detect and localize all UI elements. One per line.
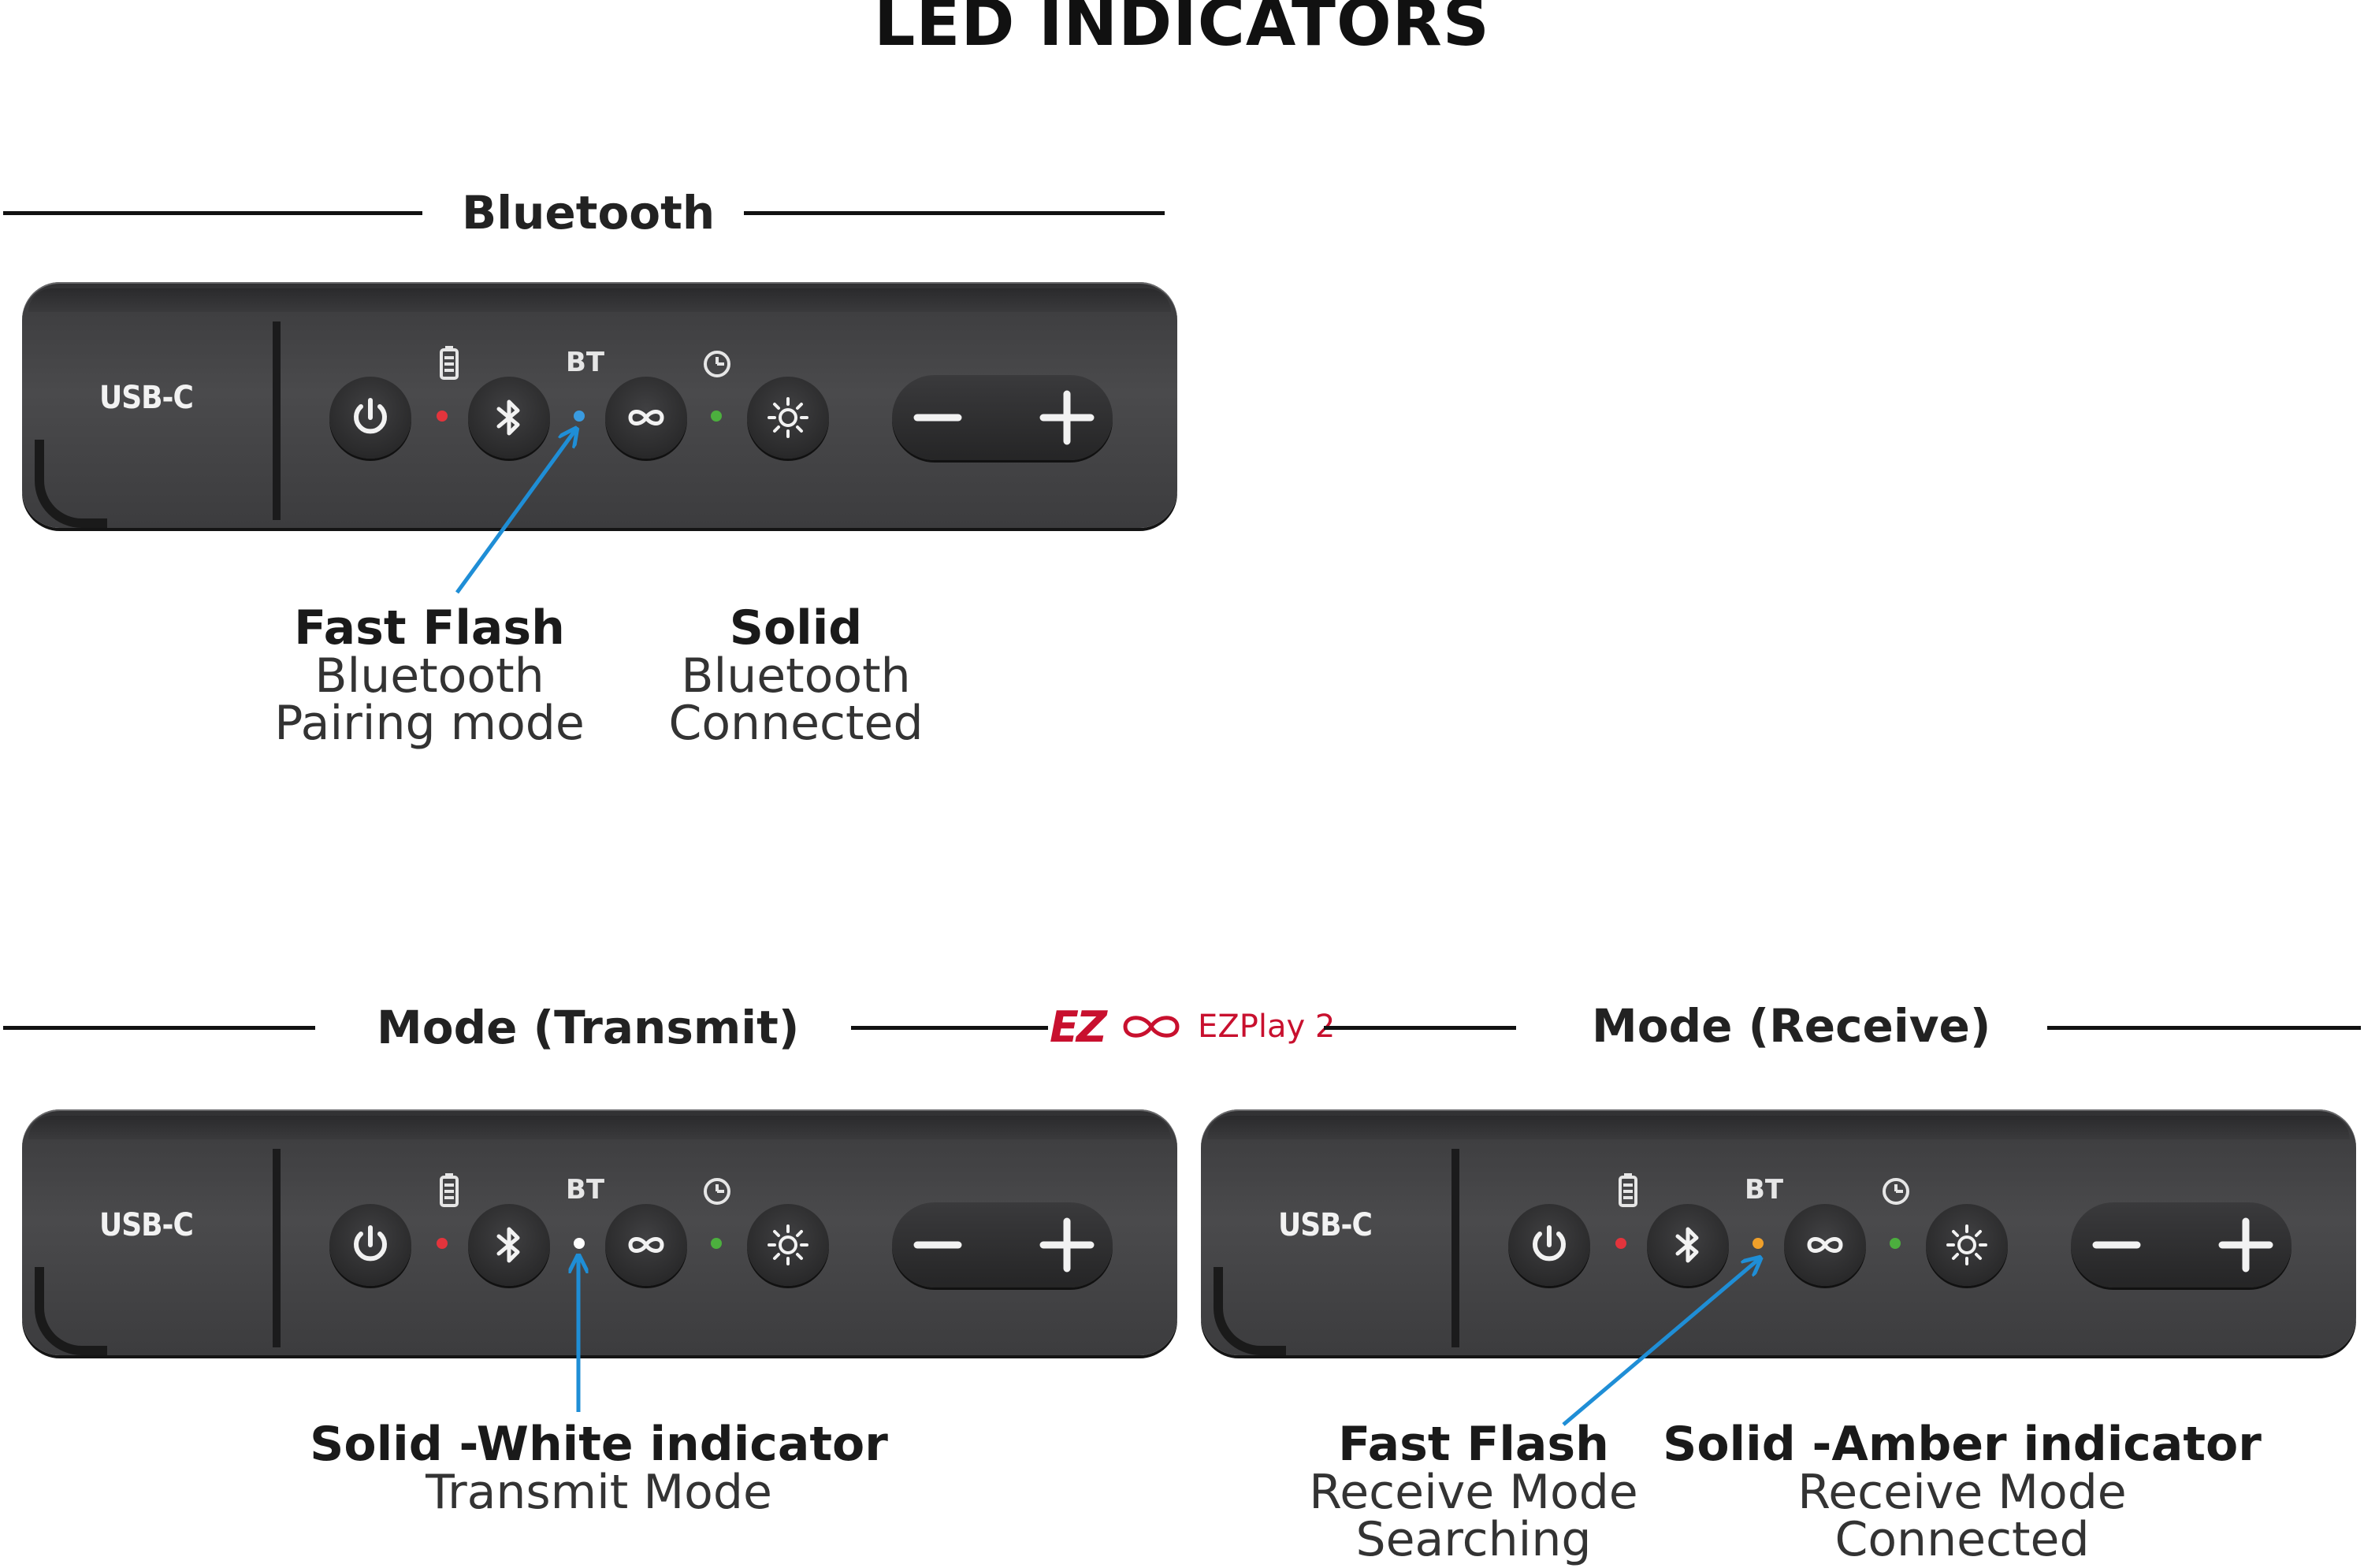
device-divider: [273, 1149, 281, 1347]
section-rule: [3, 1026, 315, 1030]
callout-receive-fast-flash: Fast Flash Receive Mode Searching: [1284, 1420, 1663, 1563]
callout-line: Receive Mode: [1797, 1465, 2127, 1520]
mode-led: [711, 1238, 722, 1249]
ezplay-brand-text: EZPlay 2: [1198, 1009, 1336, 1045]
callout-heading: Solid -Amber indicator: [1663, 1417, 2262, 1472]
callout-line: Connected: [1834, 1512, 2090, 1567]
device-panel-bluetooth: USB-C BT: [22, 282, 1177, 528]
mode-icon: [704, 1178, 730, 1205]
volume-rocker[interactable]: [2071, 1202, 2292, 1287]
bluetooth-button[interactable]: [468, 1204, 550, 1286]
callout-heading: Solid -White indicator: [310, 1417, 888, 1472]
device-corner: [1214, 1267, 1286, 1355]
section-rule: [1324, 1026, 1516, 1030]
battery-led: [437, 411, 448, 422]
device-panel-receive: USB-C BT: [1201, 1109, 2356, 1355]
device-divider: [273, 321, 281, 520]
bt-label: BT: [566, 1174, 605, 1206]
section-label-receive: Mode (Receive): [1592, 999, 1991, 1053]
callout-heading: Fast Flash: [1338, 1417, 1609, 1472]
volume-down-icon: [2092, 1241, 2141, 1249]
link-button[interactable]: [605, 1204, 687, 1286]
mode-led: [1890, 1238, 1901, 1249]
power-icon: [354, 1225, 387, 1261]
power-button[interactable]: [1508, 1204, 1590, 1286]
callout-line: Searching: [1355, 1512, 1592, 1567]
battery-icon: [1619, 1173, 1637, 1207]
bluetooth-led: [574, 411, 585, 422]
receive-led: [1753, 1238, 1764, 1249]
callout-bluetooth-fast-flash: Fast Flash Bluetooth Pairing mode: [272, 604, 587, 747]
sun-icon: [768, 397, 808, 438]
mode-icon: [704, 351, 730, 377]
usb-c-label: USB-C: [99, 1207, 194, 1243]
device-corner: [35, 1267, 107, 1355]
power-icon: [354, 398, 387, 434]
section-label-transmit: Mode (Transmit): [377, 1001, 800, 1054]
bluetooth-button[interactable]: [1647, 1204, 1729, 1286]
ezplay-brand: EZ EZPlay 2: [1050, 999, 1335, 1054]
callout-line: Bluetooth: [314, 648, 545, 704]
mode-icon: [1883, 1178, 1909, 1205]
light-button[interactable]: [1926, 1204, 2008, 1286]
volume-rocker[interactable]: [892, 1202, 1113, 1287]
battery-led: [437, 1238, 448, 1249]
section-rule: [3, 211, 422, 215]
power-button[interactable]: [329, 377, 411, 459]
usb-c-label: USB-C: [1278, 1207, 1373, 1243]
section-rule: [851, 1026, 1048, 1030]
bluetooth-icon: [496, 1227, 520, 1263]
sun-icon: [1946, 1224, 1987, 1265]
infinity-logo-icon: [1123, 1016, 1180, 1038]
bt-label: BT: [1745, 1174, 1784, 1206]
infinity-link-icon: [1807, 1237, 1843, 1253]
volume-down-icon: [913, 1241, 962, 1249]
link-button[interactable]: [605, 377, 687, 459]
page-title: LED INDICATORS: [874, 0, 1490, 61]
section-rule: [2047, 1026, 2361, 1030]
volume-up-icon: [2218, 1217, 2273, 1273]
callout-heading: Fast Flash: [294, 600, 565, 656]
ezplay-logo: EZ: [1050, 1001, 1107, 1052]
battery-led: [1615, 1238, 1626, 1249]
device-divider: [1451, 1149, 1459, 1347]
bluetooth-button[interactable]: [468, 377, 550, 459]
bt-label: BT: [566, 347, 605, 378]
callout-line: Receive Mode: [1309, 1465, 1638, 1520]
volume-rocker[interactable]: [892, 375, 1113, 460]
link-button[interactable]: [1784, 1204, 1866, 1286]
infinity-link-icon: [628, 1237, 664, 1253]
light-button[interactable]: [747, 1204, 829, 1286]
battery-icon: [440, 346, 459, 380]
battery-icon: [440, 1173, 459, 1207]
callout-line: Bluetooth: [681, 648, 911, 704]
bluetooth-icon: [496, 399, 520, 436]
callout-line: Pairing mode: [274, 696, 585, 751]
section-rule: [744, 211, 1165, 215]
callout-transmit-white: Solid -White indicator Transmit Mode: [299, 1420, 898, 1516]
callout-line: Transmit Mode: [426, 1465, 772, 1520]
callout-receive-amber: Solid -Amber indicator Receive Mode Conn…: [1663, 1420, 2262, 1563]
usb-c-label: USB-C: [99, 380, 194, 416]
sun-icon: [768, 1224, 808, 1265]
mode-led: [711, 411, 722, 422]
callout-heading: Solid: [729, 600, 863, 656]
device-panel-transmit: USB-C BT: [22, 1109, 1177, 1355]
transmit-led: [574, 1238, 585, 1249]
callout-bluetooth-solid: Solid Bluetooth Connected: [646, 604, 946, 747]
power-icon: [1533, 1225, 1566, 1261]
infinity-link-icon: [628, 410, 664, 425]
device-corner: [35, 440, 107, 528]
volume-down-icon: [913, 414, 962, 422]
callout-line: Connected: [668, 696, 924, 751]
power-button[interactable]: [329, 1204, 411, 1286]
light-button[interactable]: [747, 377, 829, 459]
section-label-bluetooth: Bluetooth: [462, 186, 716, 240]
volume-up-icon: [1039, 1217, 1095, 1273]
volume-up-icon: [1039, 390, 1095, 445]
bluetooth-icon: [1675, 1227, 1699, 1263]
